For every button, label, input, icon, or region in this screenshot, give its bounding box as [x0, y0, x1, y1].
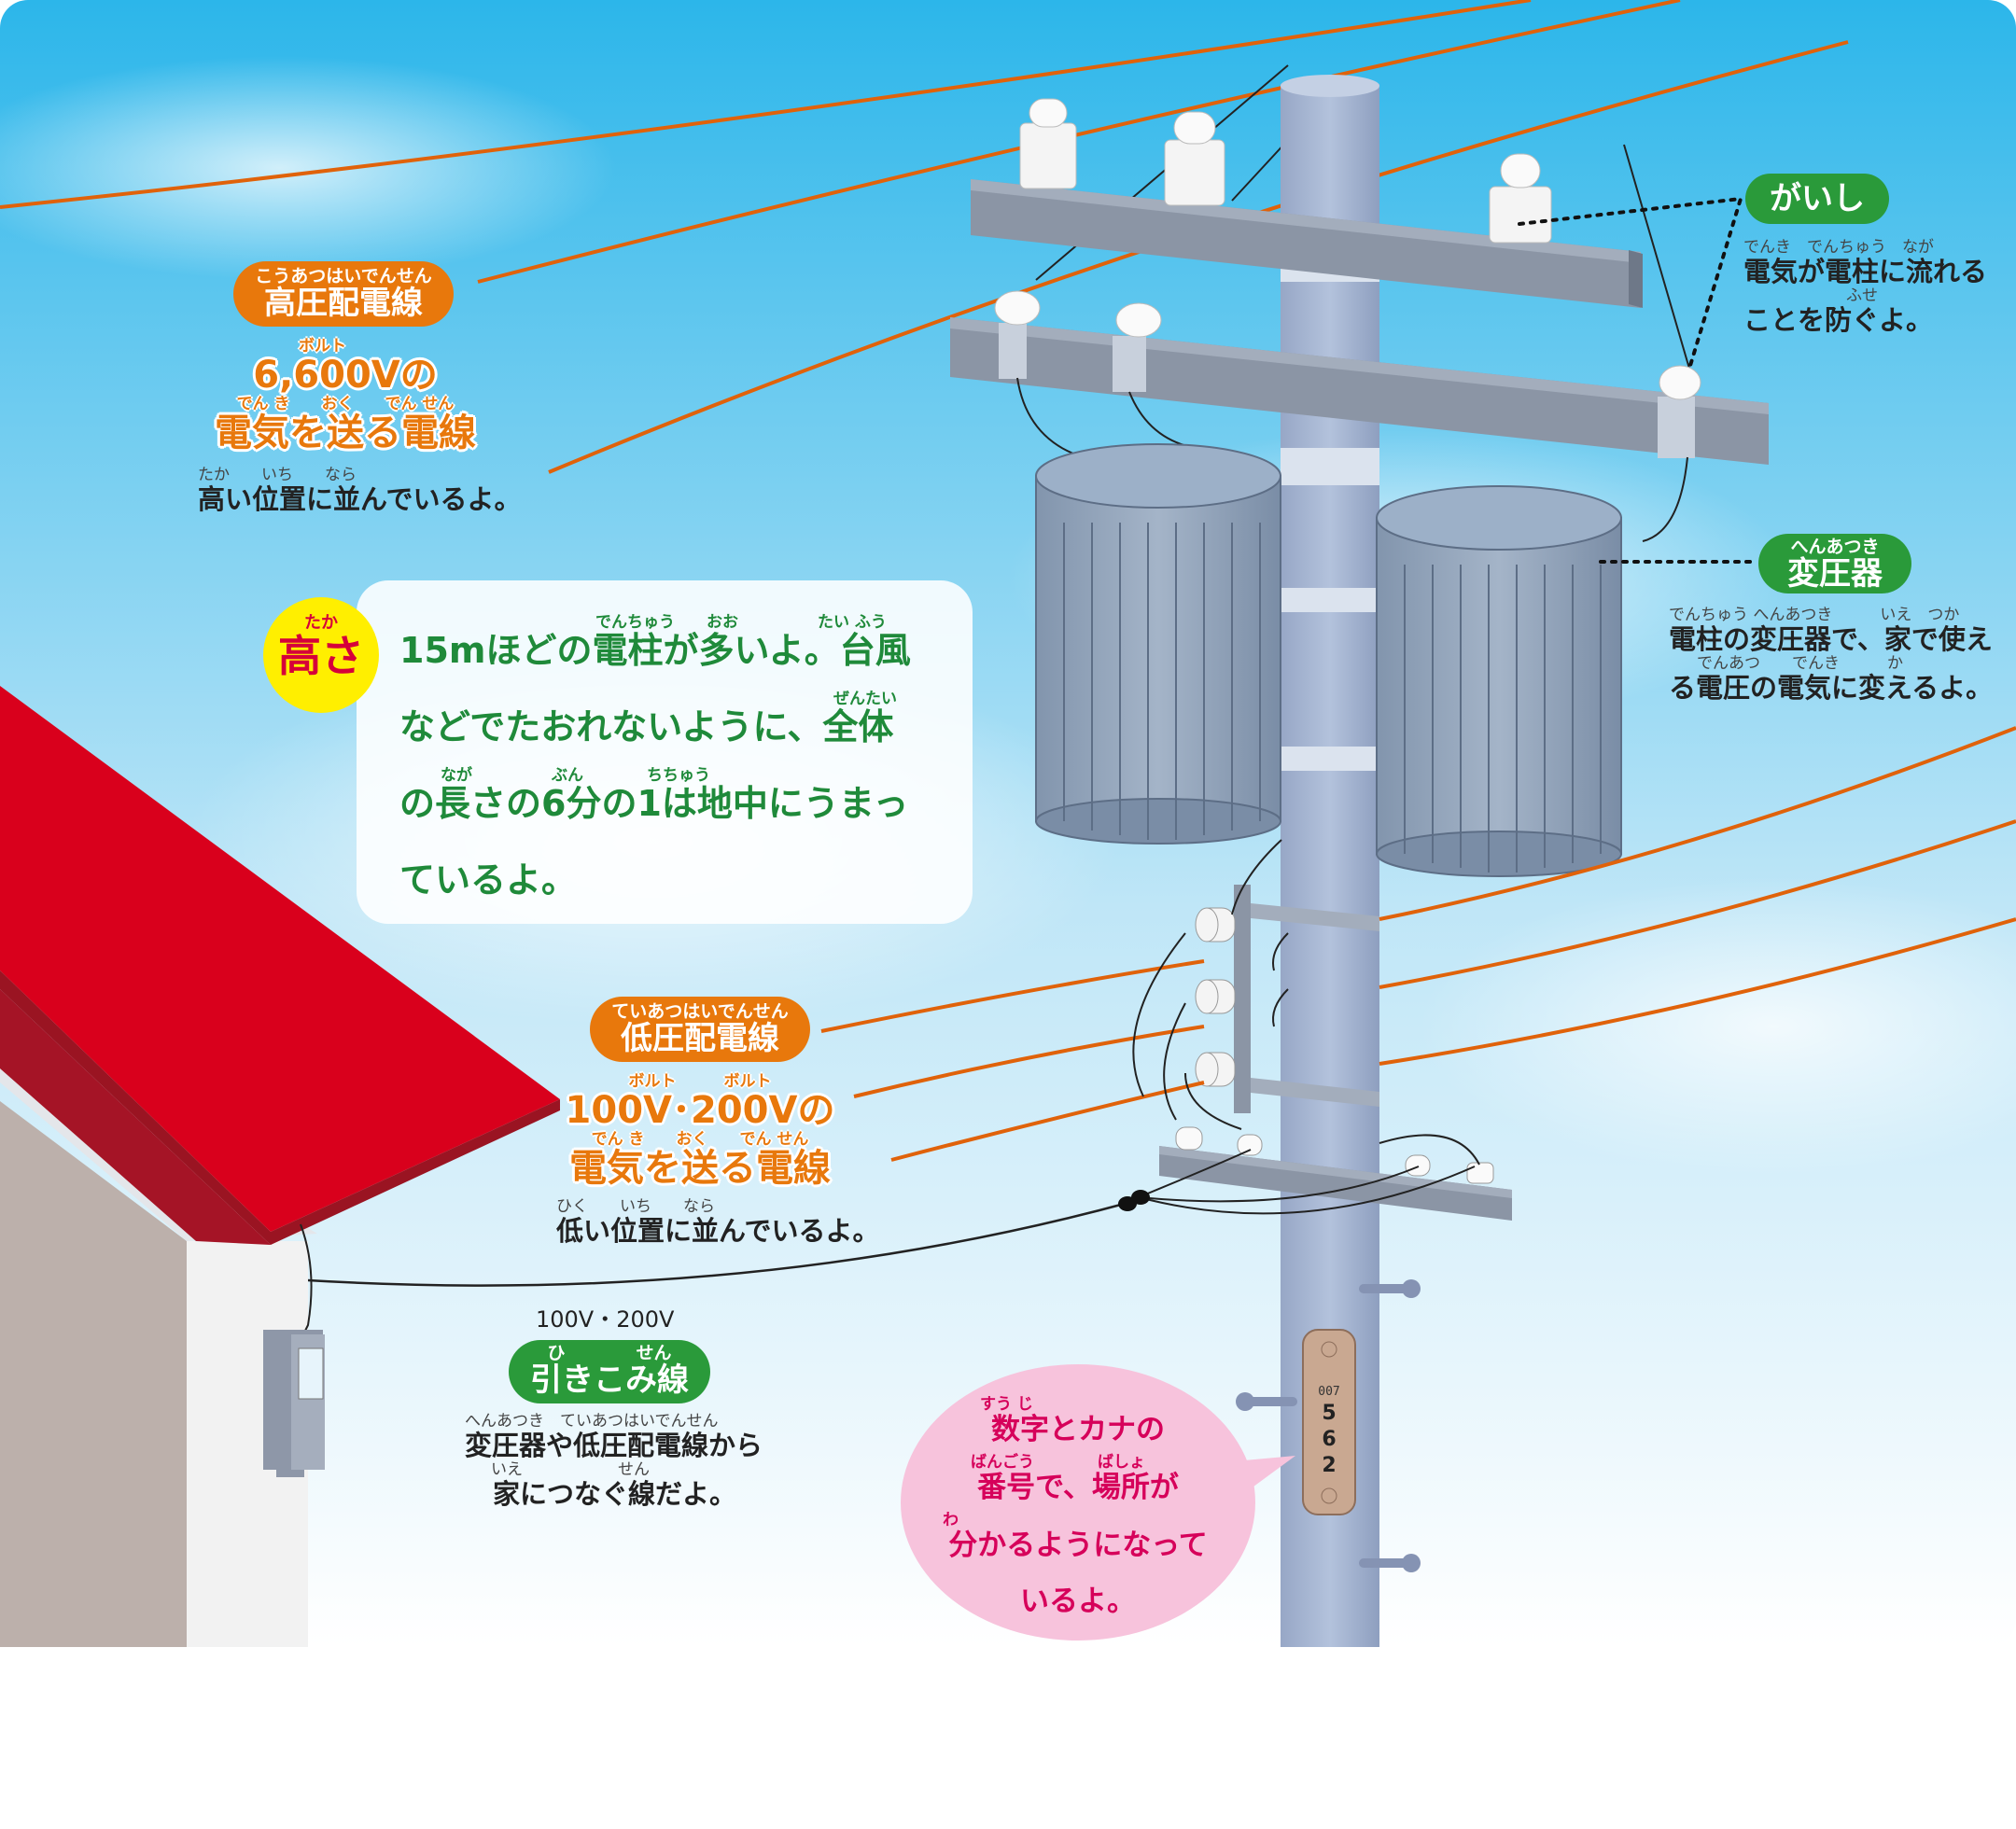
- insulator-ruby1: でんき でんちゅう なが: [1743, 238, 1934, 257]
- height-badge: たか 高さ: [263, 597, 379, 713]
- height-line1: 15mほどの電柱が多いよ。台風: [399, 630, 911, 671]
- high-voltage-volt-ruby: ボルト: [299, 337, 346, 356]
- number-plate-bubble: [901, 1364, 1255, 1641]
- low-voltage-pos: 低い位置に並んでいるよ。: [556, 1215, 880, 1247]
- transformer-desc: でんちゅう へんあつき いえ つか 電柱の変圧器で、家で使え でんあつ でんき …: [1669, 607, 1993, 704]
- high-voltage-pos-ruby: たか いち なら: [198, 466, 357, 484]
- height-ruby: たか: [304, 613, 338, 633]
- low-voltage-elec: 電気を送る電線: [569, 1147, 831, 1190]
- insulator-label: がいし: [1745, 174, 1889, 224]
- high-voltage-elec-ruby: でん き おく でん せん: [236, 395, 455, 413]
- low-voltage-volt-ruby: ボルト ボルト: [628, 1072, 772, 1091]
- plate-digit: 2: [1322, 1454, 1337, 1477]
- service-ruby2: いえ せん: [491, 1460, 650, 1479]
- high-voltage-elec: 電気を送る電線: [215, 412, 476, 454]
- high-voltage-badge: こうあつはいでんせん 高圧配電線: [233, 261, 454, 327]
- transformer-line1: 電柱の変圧器で、家で使え: [1669, 623, 1993, 655]
- service-line2: 家につなぐ線だよ。: [493, 1478, 737, 1510]
- low-voltage-label: ていあつはいでんせん 低圧配電線: [590, 997, 810, 1062]
- height-line4: ているよ。: [399, 859, 578, 901]
- transformer-ruby2: でんあつ でんき か: [1697, 654, 1903, 673]
- height-line2: などでたおれないように、全体: [399, 706, 894, 747]
- transformer-badge: へんあつき 変圧器: [1758, 534, 1911, 593]
- height-text: でんちゅう おお たい ふう 15mほどの電柱が多いよ。台風 ぜんたい などでた…: [399, 614, 911, 900]
- high-voltage-pos: 高い位置に並んでいるよ。: [198, 483, 522, 515]
- service-title: 引きこみ線: [530, 1361, 689, 1399]
- transformer-right: [1376, 485, 1622, 877]
- service-voltage: 100V・200V: [536, 1306, 675, 1333]
- number-plate-line1: 数字とカナの: [991, 1413, 1165, 1446]
- insulator-line2: ことを防ぐよ。: [1743, 304, 1934, 336]
- low-voltage-wires: [820, 726, 2016, 1162]
- transformer-label: へんあつき 変圧器: [1758, 534, 1911, 593]
- bottom-crossarm: [1159, 1126, 1512, 1221]
- number-plate-line4: いるよ。: [1020, 1585, 1136, 1618]
- service-ruby: ひ せん: [547, 1343, 672, 1363]
- high-voltage-volt-group: ボルト 6,600Vの でん き おく でん せん 電気を送る電線: [187, 338, 504, 454]
- number-plate-ruby2: ばんごう ばしょ: [971, 1453, 1145, 1472]
- low-voltage-position: ひく いち なら 低い位置に並んでいるよ。: [556, 1198, 880, 1247]
- low-voltage-title: 低圧配電線: [621, 1020, 779, 1057]
- insulator-line1: 電気が電柱に流れる: [1743, 256, 1988, 287]
- high-voltage-volt: 6,600Vの: [253, 354, 438, 397]
- number-plate-ruby1: すう じ: [980, 1395, 1033, 1414]
- service-line1: 変圧器や低圧配電線から: [465, 1430, 763, 1461]
- number-plate-ruby3: わ: [943, 1511, 959, 1529]
- transformer-line2: る電圧の電気に変えるよ。: [1669, 672, 1994, 704]
- high-voltage-ruby: こうあつはいでんせん: [255, 266, 432, 286]
- high-voltage-label: こうあつはいでんせん 高圧配電線: [233, 261, 454, 327]
- plate-small-number: 007: [1318, 1385, 1340, 1399]
- service-ruby1: へんあつき ていあつはいでんせん: [465, 1412, 719, 1431]
- roof: [0, 686, 560, 1232]
- low-voltage-ruby: ていあつはいでんせん: [611, 1001, 789, 1022]
- transformer-ruby: へんあつき: [1790, 537, 1880, 557]
- high-voltage-position: たか いち なら 高い位置に並んでいるよ。: [198, 467, 522, 515]
- low-voltage-volt-group: ボルト ボルト 100V･200Vの でん き おく でん せん 電気を送る電線: [541, 1073, 859, 1189]
- low-voltage-elec-ruby: でん き おく でん せん: [591, 1130, 809, 1149]
- service-badge: ひ せん 引きこみ線: [509, 1340, 710, 1403]
- number-plate-line3: 分かるようになって: [948, 1529, 1208, 1562]
- height-info-box: [357, 580, 973, 924]
- low-voltage-volt: 100V･200Vの: [565, 1089, 835, 1132]
- upper-crossarm: [971, 179, 1643, 308]
- number-plate-text: すう じ 数字とカナの ばんごう ばしょ 番号で、場所が わ 分かるようになって…: [924, 1396, 1232, 1618]
- service-drop-wire: [307, 1200, 1132, 1287]
- plate-digit: 6: [1322, 1428, 1337, 1451]
- number-plate: [1302, 1329, 1356, 1515]
- transformer-title: 変圧器: [1787, 555, 1883, 593]
- low-voltage-badge: ていあつはいでんせん 低圧配電線: [590, 997, 810, 1062]
- lower-crossarm: [950, 290, 1769, 465]
- house: [0, 686, 560, 1647]
- height-ruby1: でんちゅう おお たい ふう: [595, 613, 887, 632]
- height-ruby2: ぜんたい: [833, 690, 897, 708]
- transformer-left: [1035, 443, 1281, 845]
- height-line3: の長さの6分の1は地中にうまっ: [399, 783, 909, 824]
- insulator-ruby2: ふせ: [1846, 286, 1878, 305]
- insulator-title: がいし: [1770, 180, 1865, 217]
- insulators-top: [1019, 98, 1552, 244]
- height-title: 高さ: [278, 631, 364, 681]
- low-voltage-pos-ruby: ひく いち なら: [556, 1197, 715, 1216]
- electric-meter: [263, 1330, 325, 1477]
- insulator-desc: でんき でんちゅう なが 電気が電柱に流れる ふせ ことを防ぐよ。: [1743, 239, 1987, 336]
- height-ruby3: なが ぶん ちちゅう: [441, 766, 710, 785]
- transformer-ruby1: でんちゅう へんあつき いえ つか: [1669, 606, 1960, 624]
- high-voltage-title: 高圧配電線: [264, 285, 423, 322]
- low-voltage-rack: [1195, 885, 1379, 1113]
- service-label: ひ せん 引きこみ線: [509, 1340, 710, 1403]
- insulator-badge: がいし: [1745, 174, 1889, 224]
- service-desc: へんあつき ていあつはいでんせん 変圧器や低圧配電線から いえ せん 家につなぐ…: [465, 1413, 763, 1510]
- plate-digit: 5: [1322, 1402, 1337, 1425]
- number-plate-line2: 番号で、場所が: [977, 1471, 1179, 1504]
